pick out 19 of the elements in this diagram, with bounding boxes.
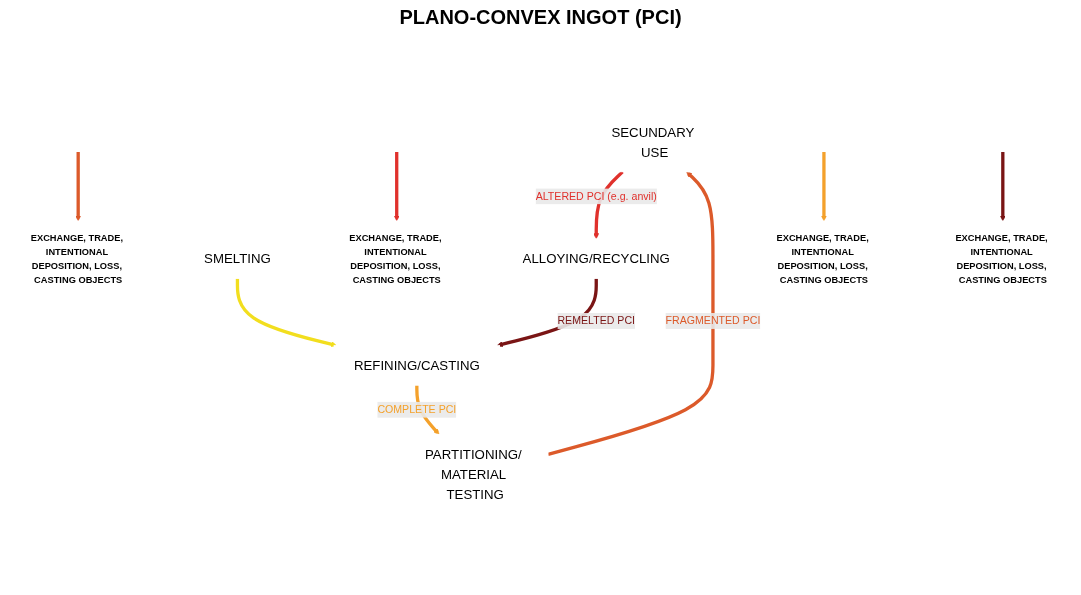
arrow	[75, 152, 82, 222]
node-text: SMELTING	[204, 251, 271, 266]
edge-label: REMELTED PCI	[557, 314, 636, 327]
edge-label: COMPLETE PCI	[377, 403, 457, 416]
edge-label: FRAGMENTED PCI	[665, 314, 761, 327]
arrow	[235, 278, 337, 348]
arrow	[999, 152, 1006, 222]
node-text: EXCHANGE, TRADE, INTENTIONAL DEPOSITION, LOSS, CASTING OBJECTS	[955, 232, 1048, 285]
node-text: PARTITIONING/ MATERIAL TESTING	[425, 446, 522, 502]
arrow	[393, 152, 400, 222]
arrow	[821, 152, 827, 222]
node-text: REFINING/CASTING	[353, 358, 480, 373]
node-text: SECUNDARY USE	[611, 124, 695, 160]
node-text: EXCHANGE, TRADE, INTENTIONAL DEPOSITION, LOSS, CASTING OBJECTS	[776, 232, 869, 285]
edge-label: ALTERED PCI (e.g. anvil)	[535, 190, 657, 202]
node-text: EXCHANGE, TRADE, INTENTIONAL DEPOSITION, LOSS, CASTING OBJECTS	[30, 232, 124, 285]
node-text: ALLOYING/RECYCLING	[522, 251, 670, 266]
diagram-title: PLANO-CONVEX INGOT (PCI)	[399, 6, 682, 29]
node-text: EXCHANGE, TRADE, INTENTIONAL DEPOSITION, LOSS, CASTING OBJECTS	[349, 232, 442, 285]
